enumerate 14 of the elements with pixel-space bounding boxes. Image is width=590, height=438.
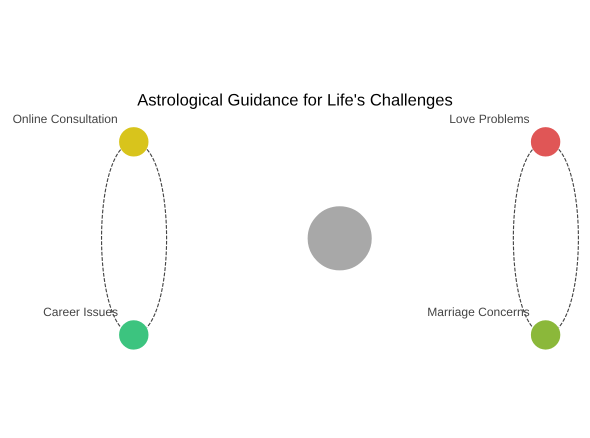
- connector: [101, 148, 122, 328]
- node-label: Online Consultation: [12, 111, 118, 126]
- node-label: Marriage Concerns: [427, 304, 530, 318]
- diagram-title: Astrological Guidance for Life's Challenges: [137, 90, 453, 109]
- connector: [558, 148, 579, 328]
- node-circle: [306, 205, 372, 271]
- node-circle: [118, 126, 150, 157]
- node-label: Career Issues: [43, 304, 118, 318]
- node-circle: [530, 318, 562, 350]
- connector: [146, 148, 168, 328]
- node-circle: [530, 126, 562, 157]
- connector: [512, 148, 534, 328]
- node-circle: [118, 318, 150, 350]
- node-label: Love Problems: [449, 111, 530, 126]
